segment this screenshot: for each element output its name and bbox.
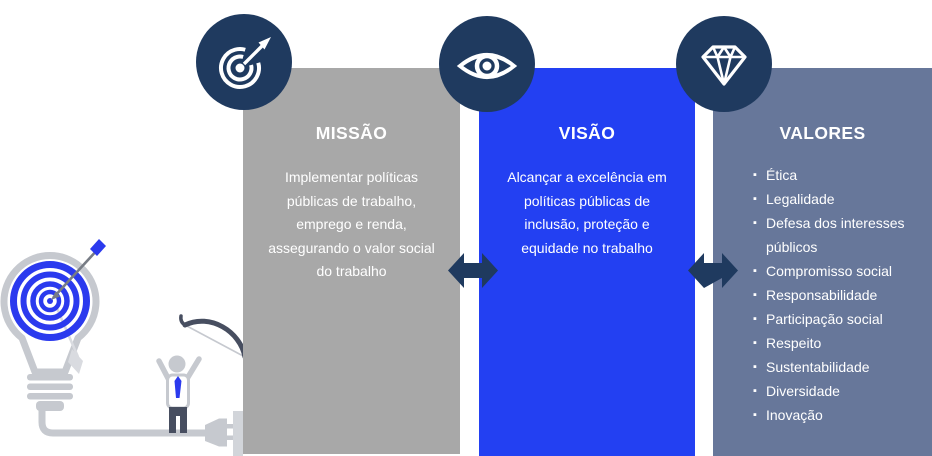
valores-item: Defesa dos interesses públicos bbox=[753, 211, 928, 259]
tie bbox=[174, 376, 182, 398]
missao-body-line: assegurando o valor social bbox=[268, 239, 435, 256]
plug-prong bbox=[226, 435, 234, 440]
visao-body-line: inclusão, proteção e bbox=[524, 216, 650, 232]
archer-lightbulb-illustration bbox=[0, 239, 246, 456]
valores-item: Participação social bbox=[753, 307, 928, 331]
missao-panel: MISSÃO Implementar políticas públicas de… bbox=[243, 68, 460, 454]
valores-title: VALORES bbox=[779, 123, 866, 143]
hips bbox=[169, 407, 187, 416]
bow-icon bbox=[179, 314, 246, 360]
missao-body-line: Implementar políticas bbox=[284, 169, 419, 185]
double-arrow-icon bbox=[688, 253, 738, 288]
dart-arrow bbox=[51, 239, 106, 300]
leg bbox=[169, 407, 176, 433]
head bbox=[168, 355, 186, 373]
visao-body-line: equidade no trabalho bbox=[521, 239, 653, 256]
eye-icon bbox=[456, 53, 518, 79]
bulb-ridge bbox=[27, 374, 73, 381]
archer-figure bbox=[156, 355, 202, 433]
missao-title: MISSÃO bbox=[315, 123, 388, 143]
target-rings bbox=[10, 261, 90, 341]
valores-item: Compromisso social bbox=[753, 259, 928, 283]
socket-strip bbox=[233, 411, 243, 456]
target-dart-icon bbox=[219, 37, 271, 89]
valores-list: Ética Legalidade Defesa dos interesses p… bbox=[713, 163, 932, 427]
missao-body-line: do trabalho bbox=[316, 263, 387, 279]
valores-item: Sustentabilidade bbox=[753, 355, 928, 379]
double-arrow-icon bbox=[448, 253, 498, 288]
bulb-base bbox=[36, 401, 64, 411]
visao-title: VISÃO bbox=[558, 123, 616, 143]
visao-icon-circle bbox=[439, 16, 535, 112]
valores-item: Responsabilidade bbox=[753, 283, 928, 307]
leg bbox=[180, 407, 187, 433]
power-cord bbox=[38, 407, 206, 437]
missao-icon-circle bbox=[196, 14, 292, 110]
missao-body-line: emprego e renda, bbox=[296, 216, 407, 232]
valores-panel: VALORES Ética Legalidade Defesa dos inte… bbox=[713, 68, 932, 456]
missao-body-line: públicas de trabalho, bbox=[286, 192, 417, 209]
bulb-ridge bbox=[27, 393, 73, 400]
visao-body-line: Alcançar a excelência em bbox=[507, 169, 667, 185]
valores-item: Inovação bbox=[753, 403, 928, 427]
valores-item: Legalidade bbox=[753, 187, 928, 211]
bulb-ridge bbox=[27, 383, 73, 390]
visao-body-line: políticas públicas de bbox=[523, 192, 651, 209]
valores-icon-circle bbox=[676, 16, 772, 112]
valores-item: Diversidade bbox=[753, 379, 928, 403]
plug-prong bbox=[226, 424, 234, 429]
visao-panel: VISÃO Alcançar a excelência em políticas… bbox=[479, 68, 695, 456]
bow-string bbox=[184, 324, 246, 358]
missao-body: Implementar políticas públicas de trabal… bbox=[243, 166, 460, 284]
valores-item: Respeito bbox=[753, 331, 928, 355]
power-plug-icon bbox=[205, 418, 227, 447]
visao-body: Alcançar a excelência em políticas públi… bbox=[479, 166, 695, 260]
valores-item: Ética bbox=[753, 163, 928, 187]
diamond-icon bbox=[701, 45, 747, 86]
